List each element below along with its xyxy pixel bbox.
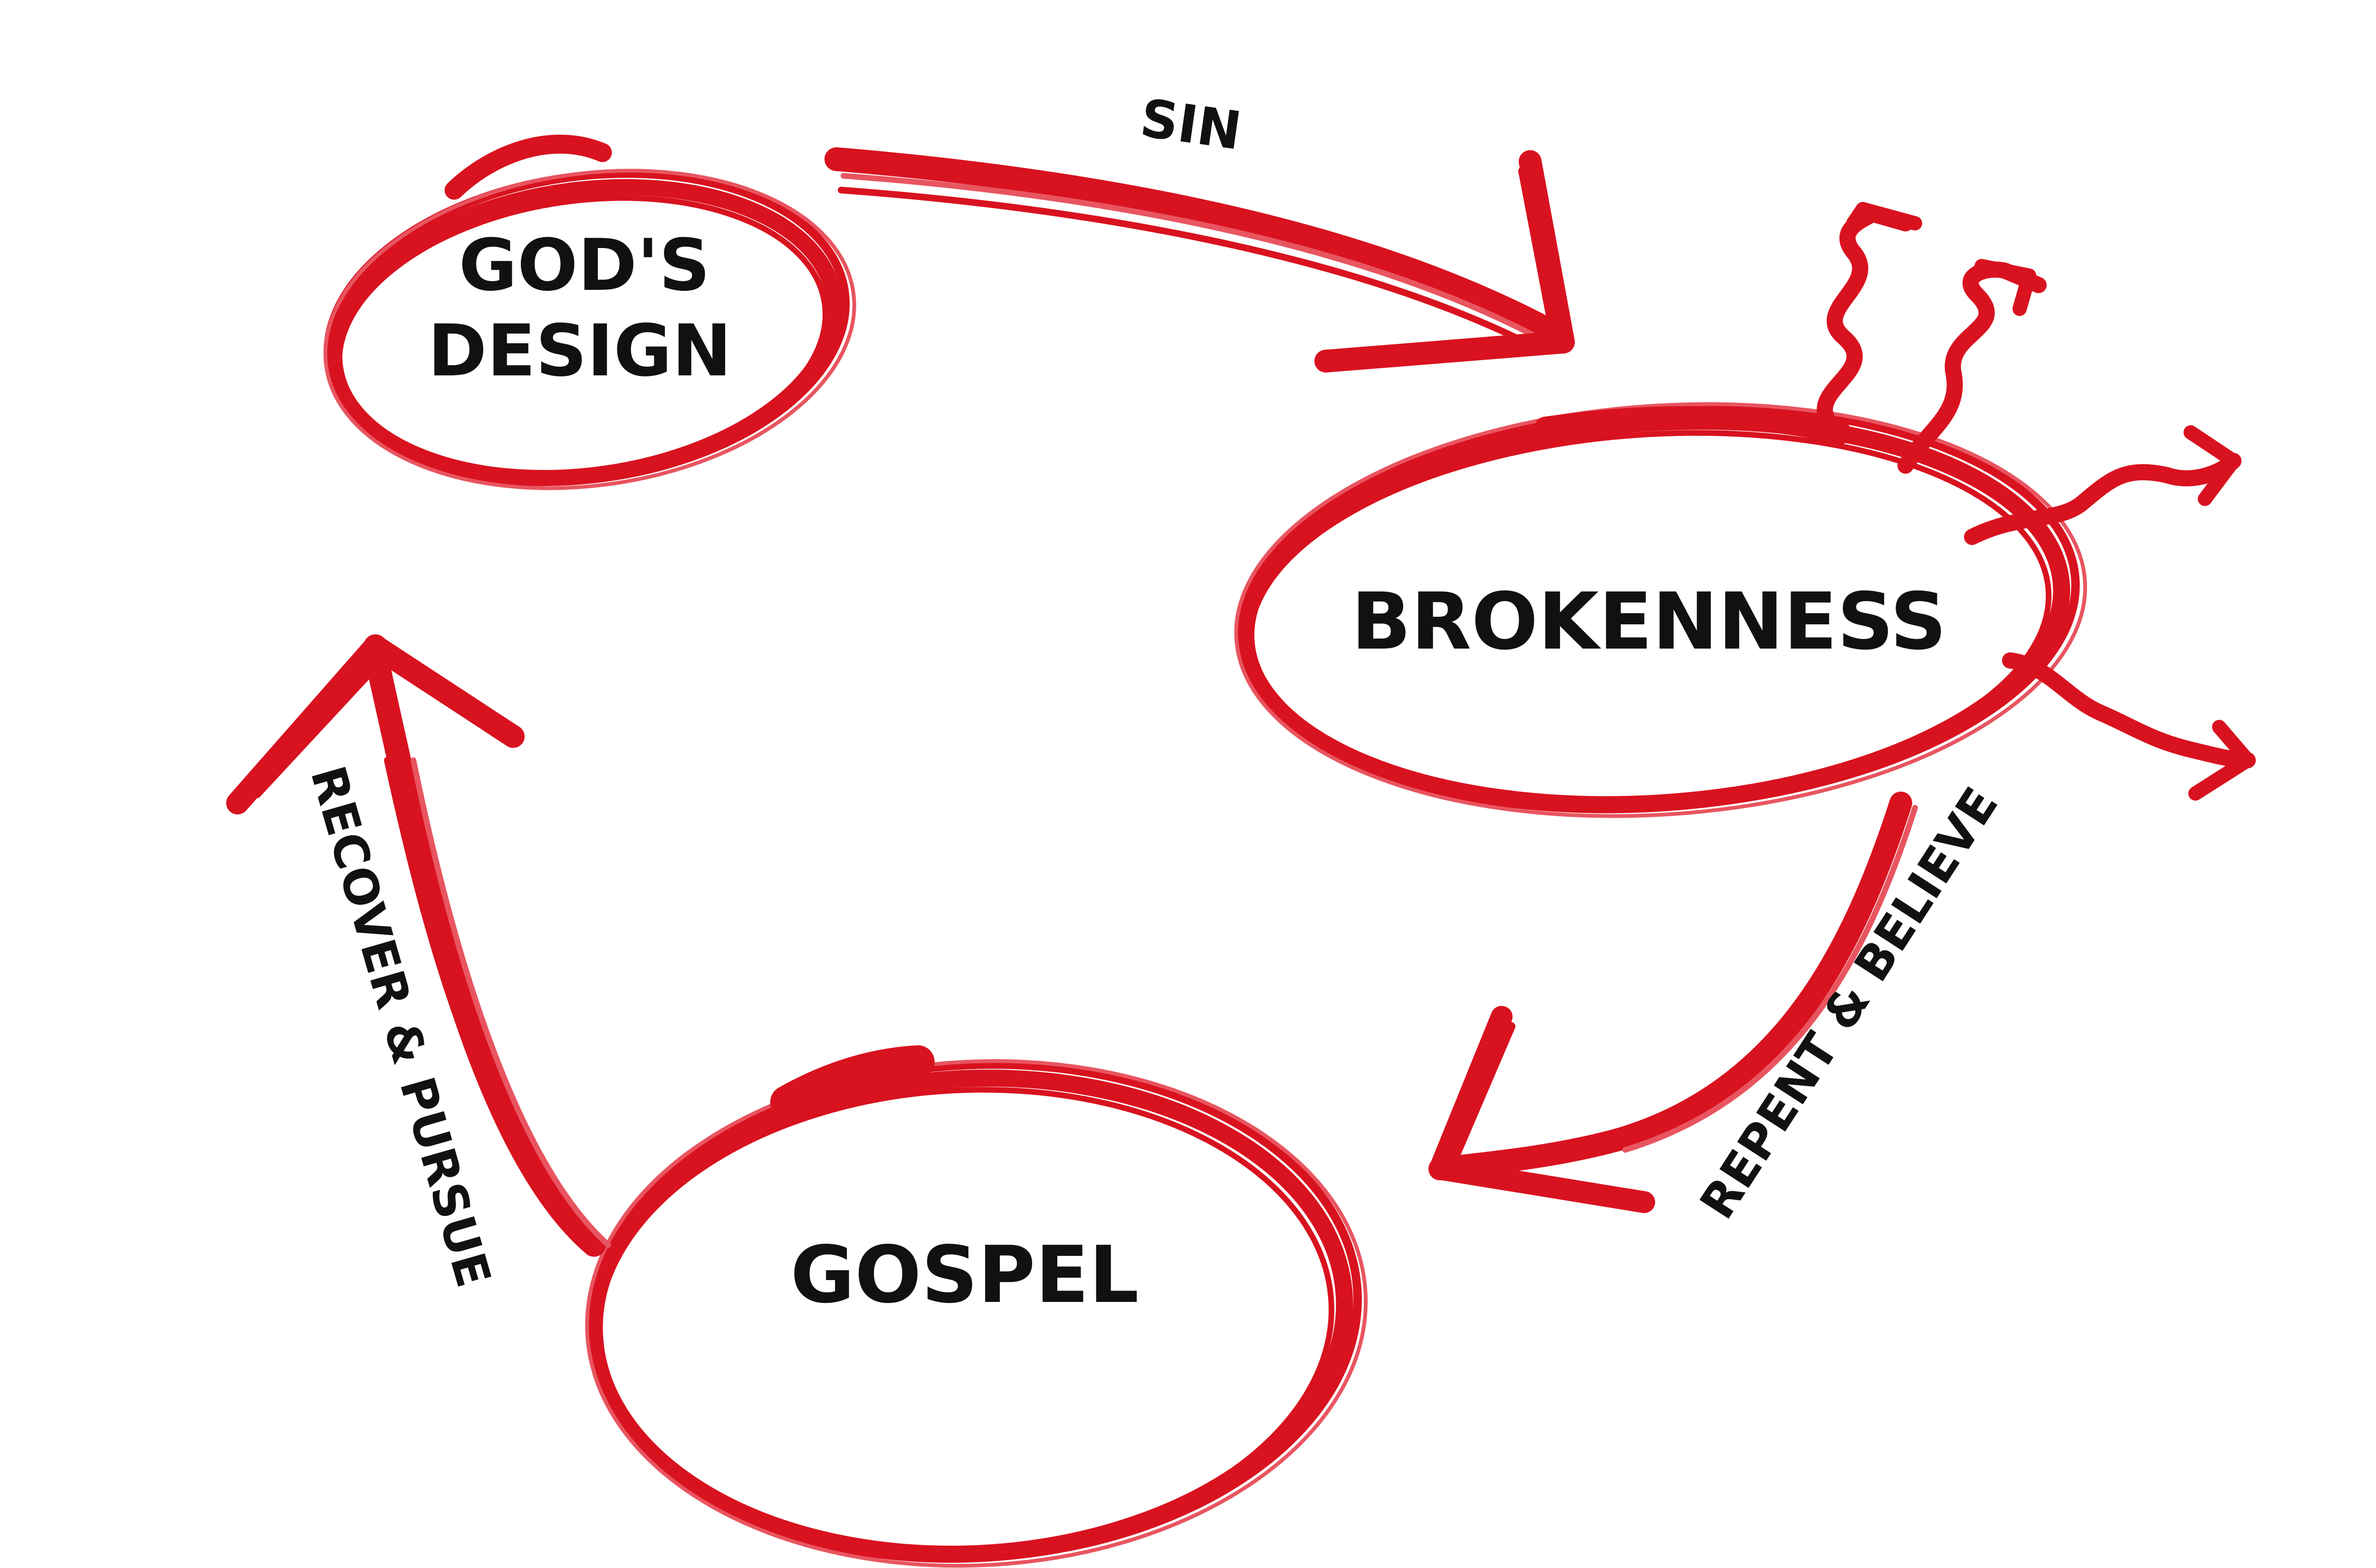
brokenness-ellipse <box>1234 402 2087 818</box>
gospel-node: GOSPEL <box>585 1045 1368 1568</box>
squiggle-arrow-1 <box>1817 202 1922 431</box>
gods-design-label-line2: DESIGN <box>428 310 731 392</box>
repent-believe-arrow <box>1428 792 1918 1213</box>
recover-pursue-arrow <box>226 634 611 1257</box>
sin-arrow <box>824 147 1575 373</box>
repent-believe-label: REPENT & BELIEVE <box>1689 778 2009 1229</box>
squiggle-arrow-3 <box>1964 425 2242 545</box>
gods-design-ellipse <box>323 134 856 490</box>
gospel-ellipse <box>585 1045 1368 1568</box>
squiggle-arrow-4 <box>2002 652 2256 801</box>
gods-design-node: GOD'S DESIGN <box>323 134 856 490</box>
brokenness-label: BROKENNESS <box>1351 576 1947 667</box>
gods-design-label-line1: GOD'S <box>459 224 710 307</box>
sin-label: SIN <box>1137 87 1245 162</box>
gospel-label: GOSPEL <box>790 1229 1139 1320</box>
squiggle-arrow-2 <box>1897 259 2047 474</box>
brokenness-node: BROKENNESS <box>1234 202 2256 818</box>
